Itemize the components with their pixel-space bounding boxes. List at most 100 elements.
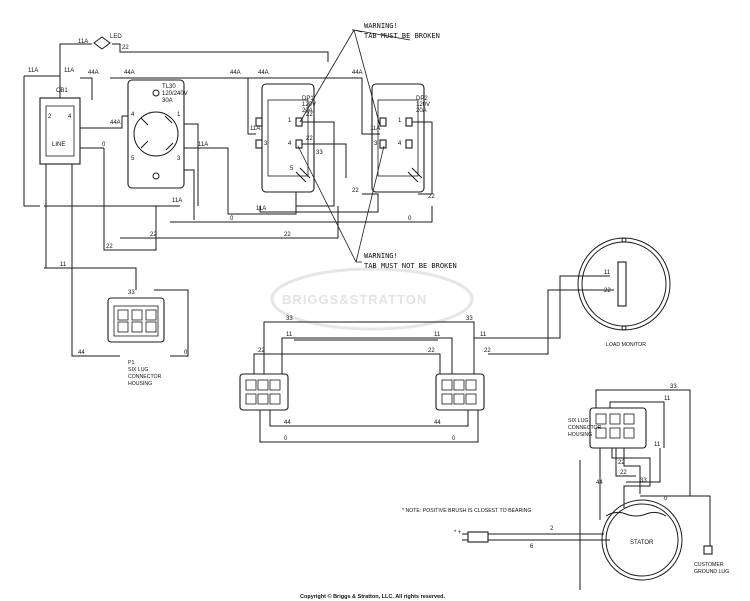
wire-label: 11A [172, 198, 182, 204]
wire-label: 44A [124, 70, 135, 76]
p1-label: P1 [128, 360, 134, 366]
ground-lug-label: GROUND LUG [694, 569, 729, 575]
wire-label: 33 [286, 316, 293, 322]
dp2-receptacle: DP2 120V 20A 3 1 4 [371, 83, 430, 193]
dp1-receptacle: DP1 120V 20A 3 1 4 5 [255, 83, 316, 193]
wire-label: 44 [284, 420, 291, 426]
wire-label: 33 [670, 384, 677, 390]
wire-label: 33 [316, 150, 323, 156]
harness-connector-right [435, 373, 485, 411]
tl30-amps: 30A [162, 98, 173, 104]
wire-label: 11A [198, 142, 208, 148]
wire-label: 11 [664, 396, 671, 402]
wire-label: 44 [78, 350, 85, 356]
wire-label: 22 [618, 460, 625, 466]
note-text: * NOTE: POSITIVE BRUSH IS CLOSEST TO BEA… [402, 508, 531, 514]
dp2-amps: 20A [416, 108, 427, 114]
wire-label: 11A [256, 206, 266, 212]
tl30-term: 5 [131, 156, 135, 162]
brush-positive: * + [454, 530, 462, 536]
dp2-term: 4 [398, 141, 402, 147]
wire-label: 2 [550, 526, 554, 532]
stator-connector: SIX LUG CONNECTOR HOUSING [568, 407, 647, 449]
harness-connector-left [239, 373, 289, 411]
led-indicator: LED 11A 22 [78, 34, 129, 51]
wire-label: 0 [284, 436, 288, 442]
wire-label: 22 [428, 194, 435, 200]
stator-label: STATOR [630, 540, 654, 546]
stator-connector-label: CONNECTOR [568, 425, 602, 431]
p1-connector-label: CONNECTOR [128, 374, 162, 380]
load-monitor: 11 22 LOAD MONITOR [577, 237, 671, 348]
wire-label: 0 [452, 436, 456, 442]
dp2-label: DP2 [416, 96, 428, 102]
stator: STATOR [601, 499, 683, 581]
load-monitor-label: LOAD MONITOR [606, 342, 646, 348]
tl30-term: 3 [177, 156, 181, 162]
wire-label: 22 [258, 348, 265, 354]
wire-label: 11A [78, 39, 88, 45]
warning-text: TAB MUST NOT BE BROKEN [364, 262, 457, 270]
wire-label: 22 [106, 244, 113, 250]
wire-label: 11 [286, 332, 293, 338]
dp1-term: 1 [288, 118, 292, 124]
dp1-term: 3 [264, 141, 268, 147]
cb1-term-4: 4 [68, 114, 72, 120]
tl30-label: TL30 [162, 84, 176, 90]
wiring-center: 33 33 11 11 11 22 22 22 44 44 0 0 [253, 275, 614, 443]
tl30-rating: 120/240V [162, 91, 188, 97]
wire-label: 22 [352, 188, 359, 194]
wire-label: 33 [640, 478, 647, 484]
wire-label: 0 [184, 350, 188, 356]
p1-six-lug: SIX LUG [128, 367, 148, 373]
customer-ground-lug: CUSTOMER GROUND LUG [690, 495, 729, 575]
tl30-term: 1 [177, 112, 181, 118]
wire-label: 11A [250, 126, 260, 132]
wire-label: 44A [258, 70, 269, 76]
copyright: Copyright © Briggs & Stratton, LLC. All … [300, 593, 446, 600]
cb1-label: CB1 [56, 88, 68, 94]
dp2-volt: 120V [416, 102, 430, 108]
warning-tab-not-broken: WARNING! TAB MUST NOT BE BROKEN [297, 145, 457, 270]
wire-label: 22 [484, 348, 491, 354]
wire-label: 0 [230, 216, 234, 222]
wire-label: 11 [60, 262, 67, 268]
wire-label: 6 [530, 544, 534, 550]
wire-label: 44A [88, 70, 99, 76]
cb1-breaker: CB1 2 4 LINE [39, 88, 81, 165]
wire-label: 22 [428, 348, 435, 354]
p1-connector: 33 P1 SIX LUG CONNECTOR HOUSING [107, 290, 165, 387]
wire-label: 11A [64, 68, 74, 74]
wire-label: 11 [654, 442, 661, 448]
led-label: LED [110, 34, 122, 40]
dp1-term: 4 [288, 141, 292, 147]
wire-label: 22 [122, 45, 129, 51]
dp2-term: 1 [398, 118, 402, 124]
stator-housing: HOUSING [568, 432, 592, 438]
wire-label: 22 [284, 232, 291, 238]
wire-label: 44A [230, 70, 241, 76]
wire-label: 11 [604, 270, 611, 276]
wire-label: 44 [434, 420, 441, 426]
p1-housing: HOUSING [128, 381, 152, 387]
dp1-amps: 20A [302, 108, 313, 114]
warning-text: TAB MUST BE BROKEN [364, 32, 440, 40]
wire-label: 33 [466, 316, 473, 322]
tl30-term: 4 [131, 112, 135, 118]
wire-label: 11A [28, 68, 38, 74]
warning-title: WARNING! [364, 22, 398, 30]
wire-label: 22 [604, 288, 611, 294]
warning-tab-broken: WARNING! TAB MUST BE BROKEN [299, 22, 440, 127]
wire-label: 33 [128, 290, 135, 296]
warning-title: WARNING! [364, 252, 398, 260]
wire-label: 22 [306, 112, 313, 118]
wire-label: 11A [370, 126, 380, 132]
brush-assembly: * + 2 6 [454, 526, 610, 550]
dp1-label: DP1 [302, 96, 314, 102]
cb1-line-label: LINE [52, 142, 65, 148]
tl30-receptacle: TL30 120/240V 30A 4 1 5 3 [127, 79, 188, 189]
wire-label: 44A [352, 70, 363, 76]
wiring-stator: 33 11 11 22 44 33 22 0 [579, 384, 691, 590]
